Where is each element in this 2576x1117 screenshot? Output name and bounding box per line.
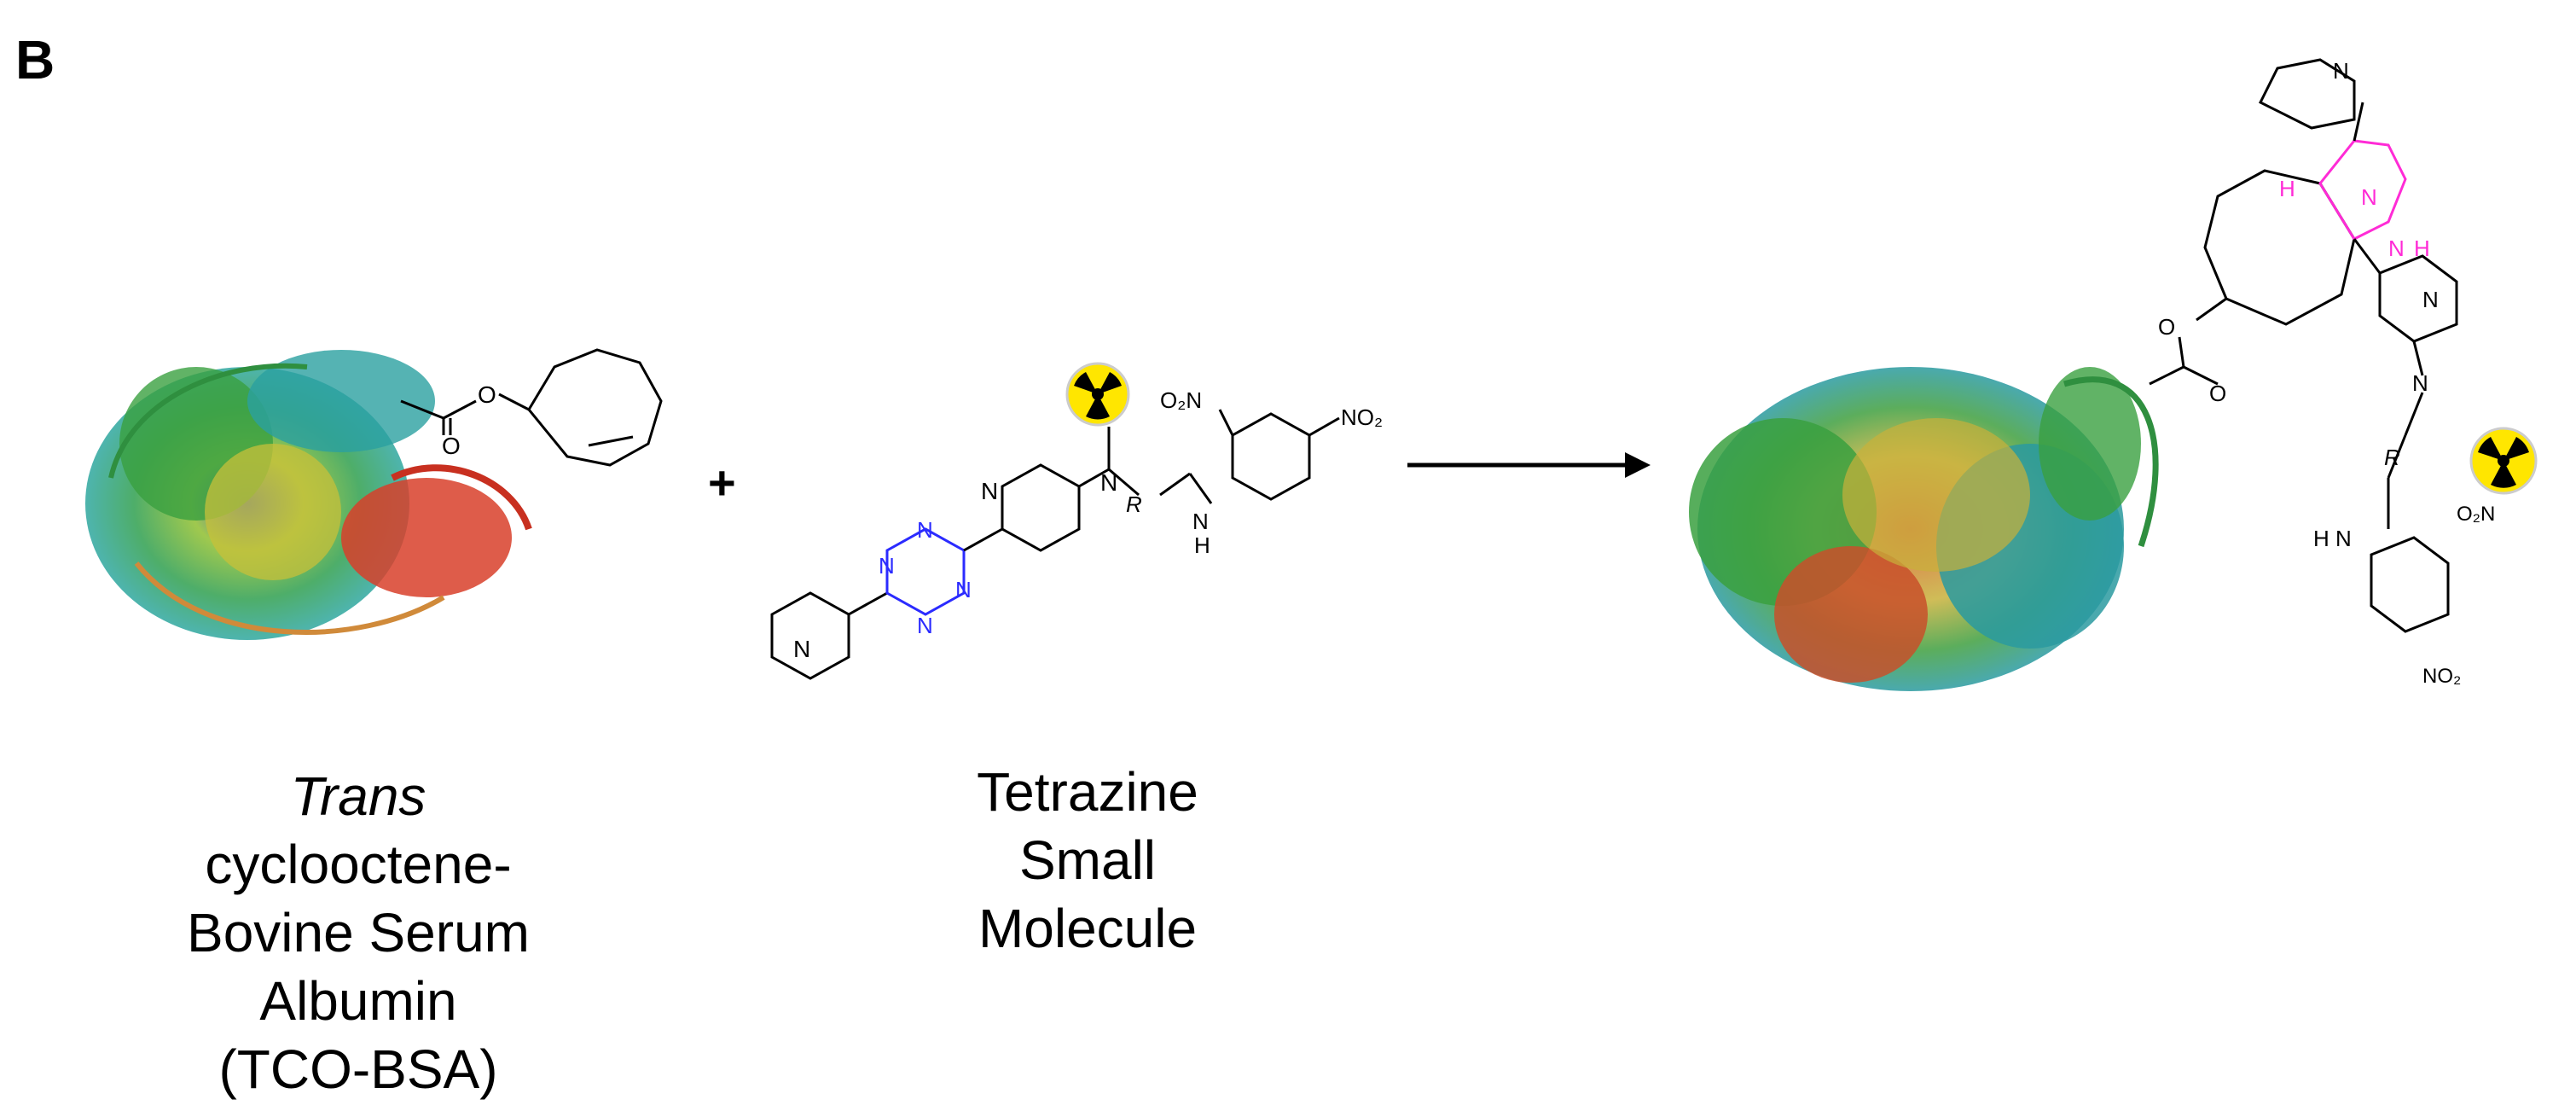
top-pyridine-n-label: N	[2333, 58, 2349, 84]
tetrazine-n3-label: N	[955, 577, 972, 602]
tco-group-structure	[400, 348, 663, 467]
product-ester-o-label: O	[2158, 314, 2175, 340]
product-nitro-1-label: O₂N	[2457, 503, 2495, 526]
right-pyridine-n-label: N	[2422, 287, 2439, 312]
reaction-arrow	[1407, 452, 1651, 478]
tetrazine-caption: Tetrazine Small Molecule	[977, 761, 1198, 959]
para-nitro-label: NO₂	[1341, 404, 1383, 430]
ring-nh-label: H	[2414, 236, 2430, 261]
caption-tco-line-1: cyclooctene-	[205, 834, 511, 895]
nh-h-label: H	[1194, 532, 1210, 558]
radiation-icon	[1065, 362, 1130, 427]
caption-tco-line-2: Bovine Serum	[187, 902, 530, 963]
ring-n1-label: N	[2361, 184, 2377, 210]
ring-n2-label: N	[2388, 236, 2405, 261]
panel-label: B	[15, 29, 55, 90]
ester-oxygen-label: O	[478, 381, 496, 408]
r-group-label: R	[1126, 492, 1142, 517]
caption-tco-line-3: Albumin	[259, 970, 456, 1032]
plus-sign: +	[708, 456, 736, 509]
product-amine-n-label: N	[2412, 370, 2428, 396]
conjugate-protein-image	[1689, 367, 2159, 691]
caption-tetrazine-line-3: Molecule	[978, 898, 1197, 959]
product-r-group-label: R	[2384, 445, 2400, 470]
caption-tetrazine-line-2: Small	[1019, 829, 1156, 891]
ring-h-label: H	[2279, 176, 2295, 201]
left-pyridine-n-label: N	[793, 636, 810, 662]
product-nitro-2-label: NO₂	[2422, 665, 2461, 688]
product-carbonyl-o-label: O	[2209, 381, 2226, 406]
nh-n-label: N	[1192, 509, 1209, 534]
tco-bsa-caption: Trans cyclooctene- Bovine Serum Albumin …	[187, 765, 530, 1100]
tetrazine-structure	[770, 409, 1340, 680]
carbonyl-oxygen-label: O	[442, 433, 461, 459]
tetrazine-n2-label: N	[917, 517, 933, 543]
caption-tetrazine-line-1: Tetrazine	[977, 761, 1198, 823]
product-nh-label: N	[2335, 526, 2352, 551]
amine-n-label: N	[1100, 469, 1117, 496]
caption-tco-line-4: (TCO-BSA)	[218, 1038, 497, 1100]
tetrazine-n1-label: N	[879, 553, 895, 579]
center-pyridine-n-label: N	[981, 478, 998, 504]
tetrazine-n4-label: N	[917, 613, 933, 638]
product-nh-h-label: H	[2313, 526, 2329, 551]
caption-trans-italic: Trans	[291, 765, 426, 827]
product-radiation-icon	[2469, 427, 2538, 495]
ortho-nitro-label: O₂N	[1160, 387, 1202, 413]
product-linker-structure	[2149, 58, 2458, 633]
tco-bsa-protein-image	[85, 350, 532, 640]
